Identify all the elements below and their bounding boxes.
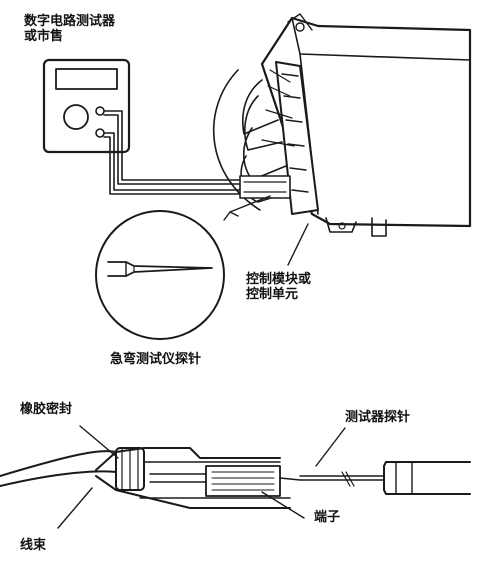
meter-label-line2: 或市售 xyxy=(24,29,64,44)
module-label-line2: 控制单元 xyxy=(246,287,299,302)
label-leaders xyxy=(57,425,346,529)
module-label-line1: 控制模块或 xyxy=(246,272,312,287)
control-module-icon xyxy=(212,13,472,237)
module-leader xyxy=(287,223,309,266)
meter-label-line1: 数字电路测试器 xyxy=(24,14,116,29)
terminal-label: 端子 xyxy=(314,510,341,525)
probe-caption: 急弯测试仪探针 xyxy=(110,352,202,367)
multimeter-icon xyxy=(42,58,131,154)
probe-detail-circle xyxy=(95,195,271,340)
connector-crosssection-icon xyxy=(0,447,471,509)
tester-probe-label: 测试器探针 xyxy=(345,410,411,425)
rubber-seal-label: 橡胶密封 xyxy=(20,402,73,417)
meter-leads xyxy=(103,110,245,195)
harness-label: 线束 xyxy=(20,538,47,553)
